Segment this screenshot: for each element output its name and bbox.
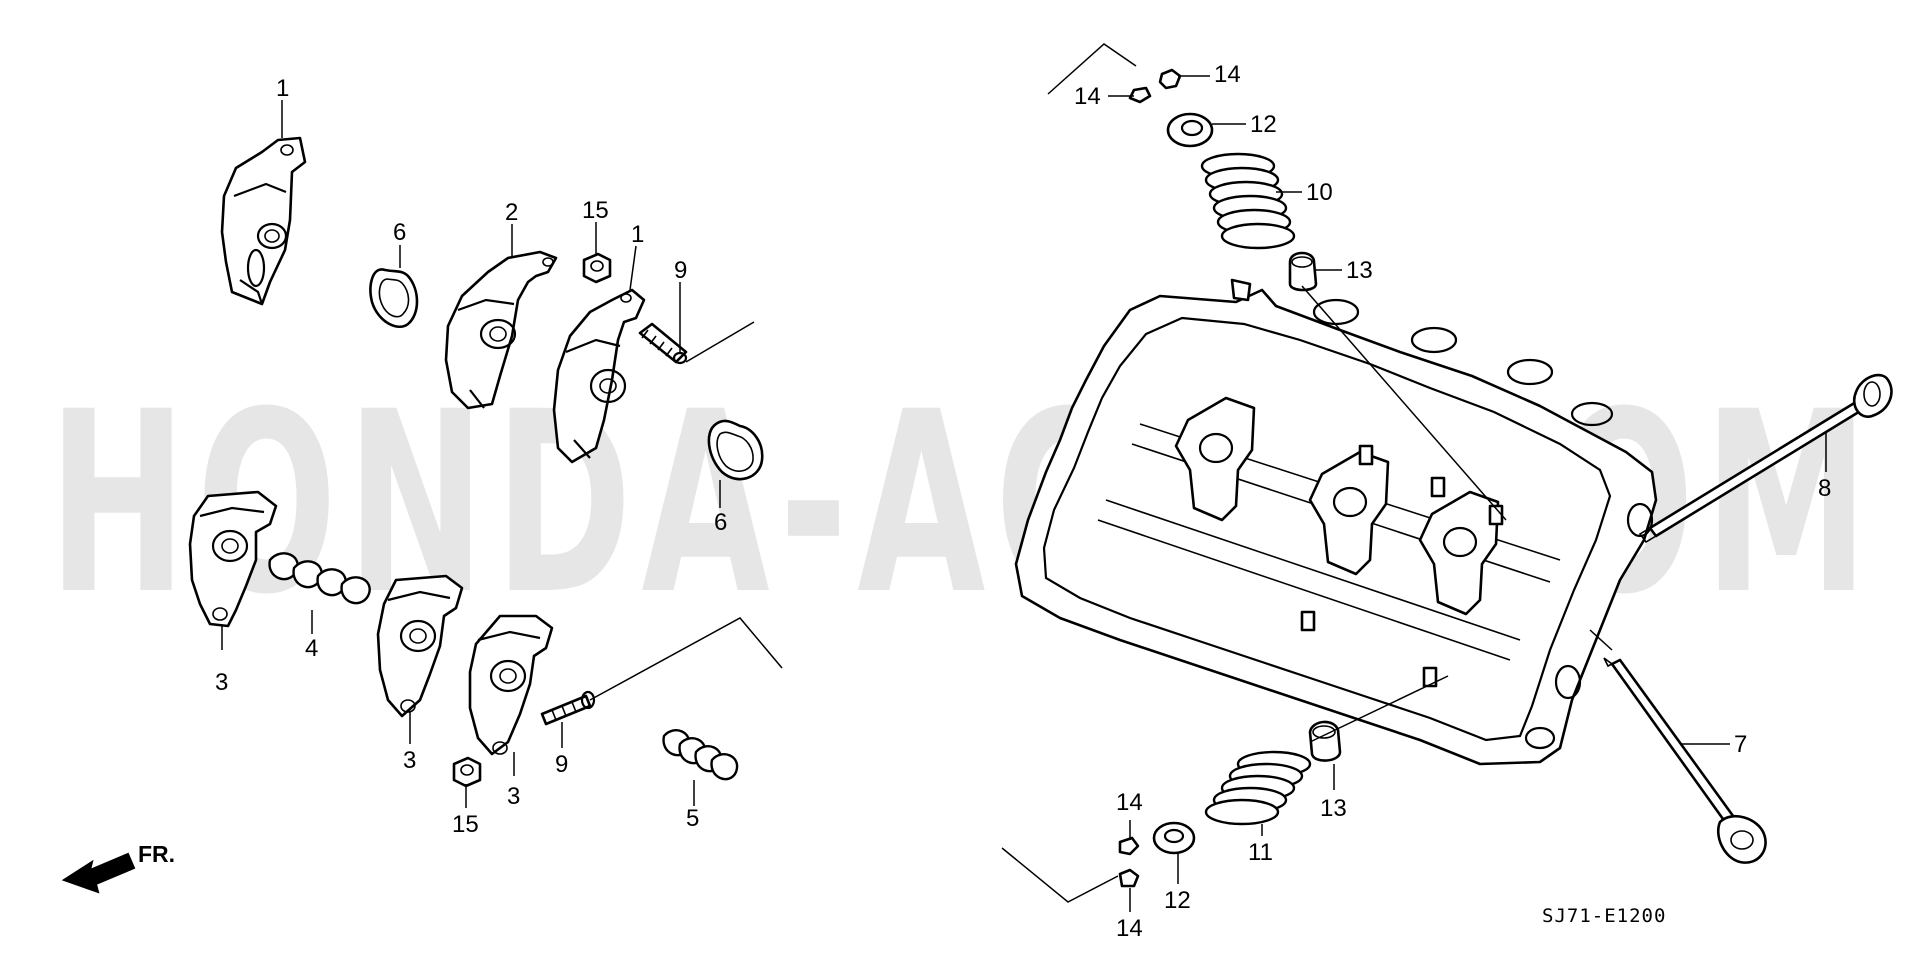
callout-12: 12 [1250, 111, 1277, 138]
gasket-6-upper[interactable] [369, 268, 419, 329]
callout-8: 8 [1818, 475, 1831, 502]
stem-seal-13-lower[interactable] [1308, 720, 1342, 762]
callout-13: 13 [1320, 795, 1347, 822]
callout-15: 15 [452, 811, 479, 838]
callout-3: 3 [507, 783, 520, 810]
cotter-14-upper-a[interactable] [1158, 68, 1182, 90]
rocker-arm-1[interactable] [220, 136, 307, 306]
cotter-14-upper-b[interactable] [1128, 86, 1152, 104]
rocker-arm-3-left[interactable] [188, 490, 278, 628]
callout-6: 6 [714, 509, 727, 536]
callout-4: 4 [305, 635, 318, 662]
callout-14: 14 [1116, 915, 1143, 942]
nut-15-lower[interactable] [452, 756, 482, 788]
callout-10: 10 [1306, 179, 1333, 206]
callout-9: 9 [674, 257, 687, 284]
callout-3: 3 [215, 669, 228, 696]
adjusting-screw-9-upper[interactable] [638, 322, 688, 365]
rocker-arm-3-right[interactable] [468, 614, 554, 756]
direction-label: FR. [138, 841, 175, 867]
rocker-arm-1-b[interactable] [552, 288, 646, 464]
callout-6: 6 [393, 219, 406, 246]
rocker-arm-3-middle[interactable] [376, 574, 464, 718]
spring-4[interactable] [268, 552, 371, 605]
callout-1: 1 [276, 75, 289, 102]
cotter-14-lower-b[interactable] [1118, 868, 1140, 888]
cylinder-head[interactable] [1014, 278, 1658, 766]
callout-14: 14 [1214, 61, 1241, 88]
cotter-14-lower-a[interactable] [1118, 836, 1140, 856]
nut-15-upper[interactable] [582, 252, 612, 284]
diagram-code: SJ71-E1200 [1542, 905, 1666, 927]
callout-12: 12 [1164, 887, 1191, 914]
arrow-left-icon [61, 852, 136, 894]
callout-15: 15 [582, 197, 609, 224]
callout-5: 5 [686, 805, 699, 832]
callout-11: 11 [1248, 839, 1273, 866]
exhaust-valve-7[interactable] [1603, 657, 1767, 864]
callout-2: 2 [505, 199, 518, 226]
valve-spring-11[interactable] [1204, 750, 1312, 826]
intake-valve-8[interactable] [1638, 373, 1893, 544]
rocker-arm-2[interactable] [444, 250, 558, 410]
adjusting-screw-9-lower[interactable] [540, 690, 596, 726]
stem-seal-13-upper[interactable] [1288, 251, 1318, 292]
callout-labels: 1 6 2 15 1 9 6 3 4 3 9 3 15 5 14 14 12 1… [215, 61, 1831, 942]
callout-1: 1 [631, 221, 644, 248]
leader-lines [221, 43, 1827, 912]
valve-spring-10[interactable] [1200, 152, 1296, 250]
callout-13: 13 [1346, 257, 1373, 284]
front-direction-arrow: FR. [61, 841, 175, 894]
callout-7: 7 [1734, 731, 1747, 758]
callout-14: 14 [1074, 83, 1101, 110]
spring-5[interactable] [662, 729, 739, 781]
callout-3: 3 [403, 747, 416, 774]
callout-14: 14 [1116, 789, 1143, 816]
retainer-12-lower[interactable] [1152, 821, 1196, 855]
gasket-6-lower[interactable] [707, 419, 764, 481]
retainer-12-upper[interactable] [1166, 112, 1214, 148]
callout-9: 9 [555, 751, 568, 778]
